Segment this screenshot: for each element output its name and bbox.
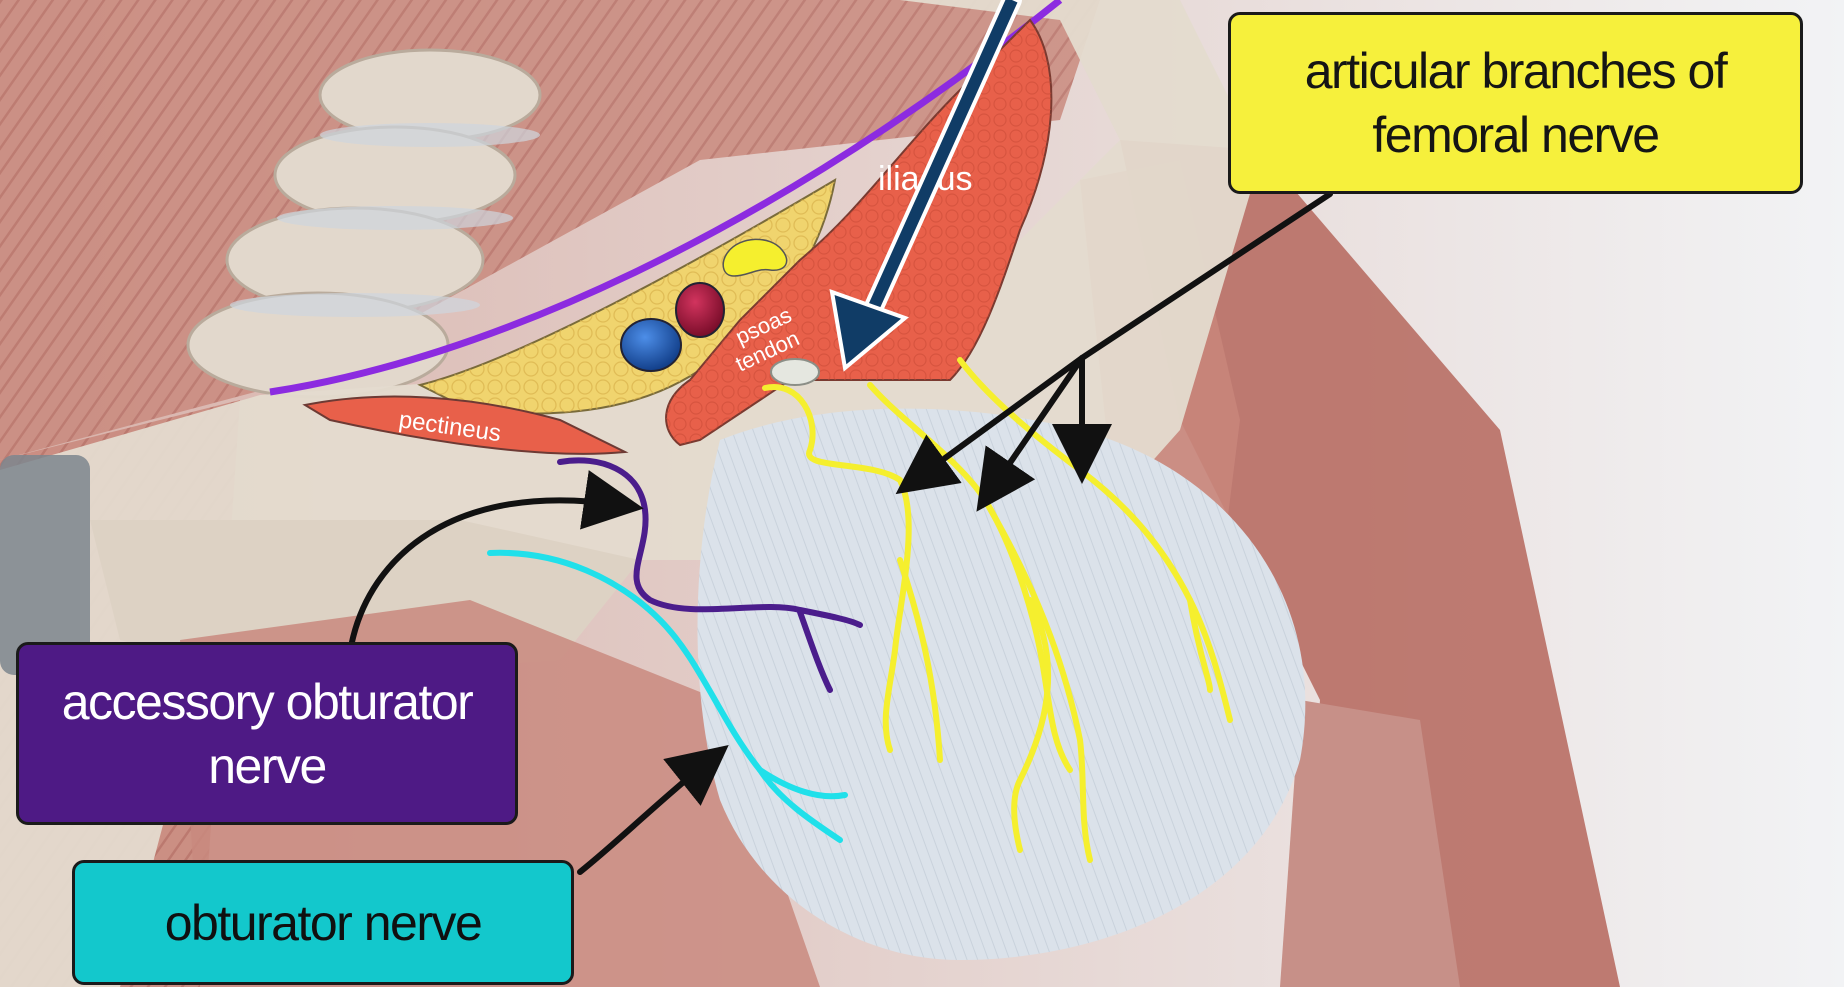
accessory-callout-line1: accessory obturator bbox=[62, 670, 473, 734]
femoral-callout-line2: femoral nerve bbox=[1305, 103, 1727, 167]
femoral-callout-line1: articular branches of bbox=[1305, 39, 1727, 103]
obturator-callout-text: obturator nerve bbox=[165, 891, 482, 955]
femoral-vein bbox=[621, 319, 681, 371]
femoral-nerve-callout: articular branches of femoral nerve bbox=[1228, 12, 1803, 194]
accessory-callout-line2: nerve bbox=[62, 734, 473, 798]
obturator-nerve-callout: obturator nerve bbox=[72, 860, 574, 985]
accessory-obturator-callout: accessory obturator nerve bbox=[16, 642, 518, 825]
psoas-tendon bbox=[771, 359, 819, 385]
femoral-artery bbox=[676, 283, 724, 337]
